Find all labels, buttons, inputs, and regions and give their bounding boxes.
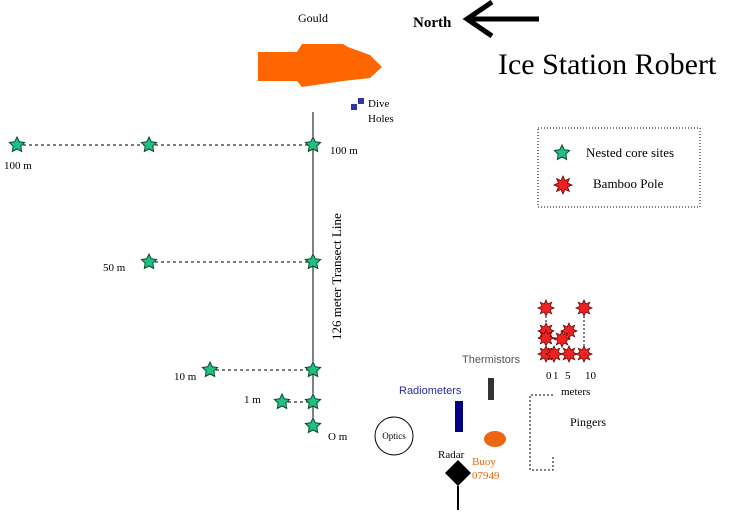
bamboo-pole-star bbox=[575, 345, 593, 363]
dive-holes-label-1: Dive bbox=[368, 98, 390, 110]
bamboo-pole-star bbox=[560, 345, 578, 363]
bamboo-pole-star bbox=[537, 329, 555, 347]
marker-100m-right: 100 m bbox=[330, 145, 358, 157]
core-site-star bbox=[201, 361, 219, 377]
optics-icon bbox=[374, 416, 414, 456]
core-site-star bbox=[8, 136, 26, 152]
marker-1m: 1 m bbox=[244, 394, 261, 406]
radiometers-label: Radiometers bbox=[399, 385, 462, 397]
core-site-star bbox=[304, 253, 322, 269]
north-label: North bbox=[413, 15, 452, 31]
pole-axis-units: meters bbox=[561, 386, 590, 398]
north-arrow-icon bbox=[462, 0, 539, 39]
pole-axis-1: 1 bbox=[553, 370, 559, 382]
buoy-label-1: Buoy bbox=[472, 456, 496, 468]
page-title: Ice Station Robert bbox=[498, 48, 717, 81]
bamboo-pole-star bbox=[537, 299, 555, 317]
pole-axis-5: 5 bbox=[565, 370, 571, 382]
radar-label: Radar bbox=[438, 449, 465, 461]
legend-core-sites-label: Nested core sites bbox=[586, 145, 674, 160]
marker-0m: O m bbox=[328, 431, 348, 443]
bamboo-pole-star bbox=[545, 345, 563, 363]
marker-50m: 50 m bbox=[103, 262, 126, 274]
buoy-icon bbox=[484, 431, 506, 447]
dive-holes-icon bbox=[351, 98, 364, 110]
transect-label: 126 meter Transect Line bbox=[329, 213, 344, 340]
pole-axis-10: 10 bbox=[585, 370, 597, 382]
core-site-star bbox=[304, 136, 322, 152]
core-site-star bbox=[273, 393, 291, 409]
core-site-star bbox=[304, 417, 322, 433]
ship-label: Gould bbox=[298, 11, 328, 25]
legend-box bbox=[537, 127, 701, 208]
legend-bamboo-pole-label: Bamboo Pole bbox=[593, 176, 664, 191]
marker-100m-left: 100 m bbox=[4, 160, 32, 172]
legend-pole-star-icon bbox=[553, 175, 573, 195]
ship-icon bbox=[258, 44, 382, 87]
pingers-label: Pingers bbox=[570, 415, 606, 429]
radar-icon bbox=[445, 460, 471, 510]
pingers-icon bbox=[529, 394, 554, 471]
radiometer-icon bbox=[455, 401, 463, 432]
dive-holes-label-2: Holes bbox=[368, 113, 394, 125]
core-site-star bbox=[140, 253, 158, 269]
optics-label: Optics bbox=[382, 431, 406, 441]
core-site-star bbox=[304, 361, 322, 377]
thermistor-icon bbox=[488, 378, 494, 400]
legend-core-star-icon bbox=[553, 144, 571, 160]
core-site-star bbox=[304, 393, 322, 409]
marker-10m: 10 m bbox=[174, 371, 197, 383]
thermistors-label: Thermistors bbox=[462, 354, 521, 366]
bamboo-pole-star bbox=[553, 330, 571, 348]
core-site-star bbox=[140, 136, 158, 152]
pole-axis-0: 0 bbox=[546, 370, 552, 382]
bamboo-pole-star bbox=[575, 299, 593, 317]
buoy-label-2: 07949 bbox=[472, 470, 500, 482]
